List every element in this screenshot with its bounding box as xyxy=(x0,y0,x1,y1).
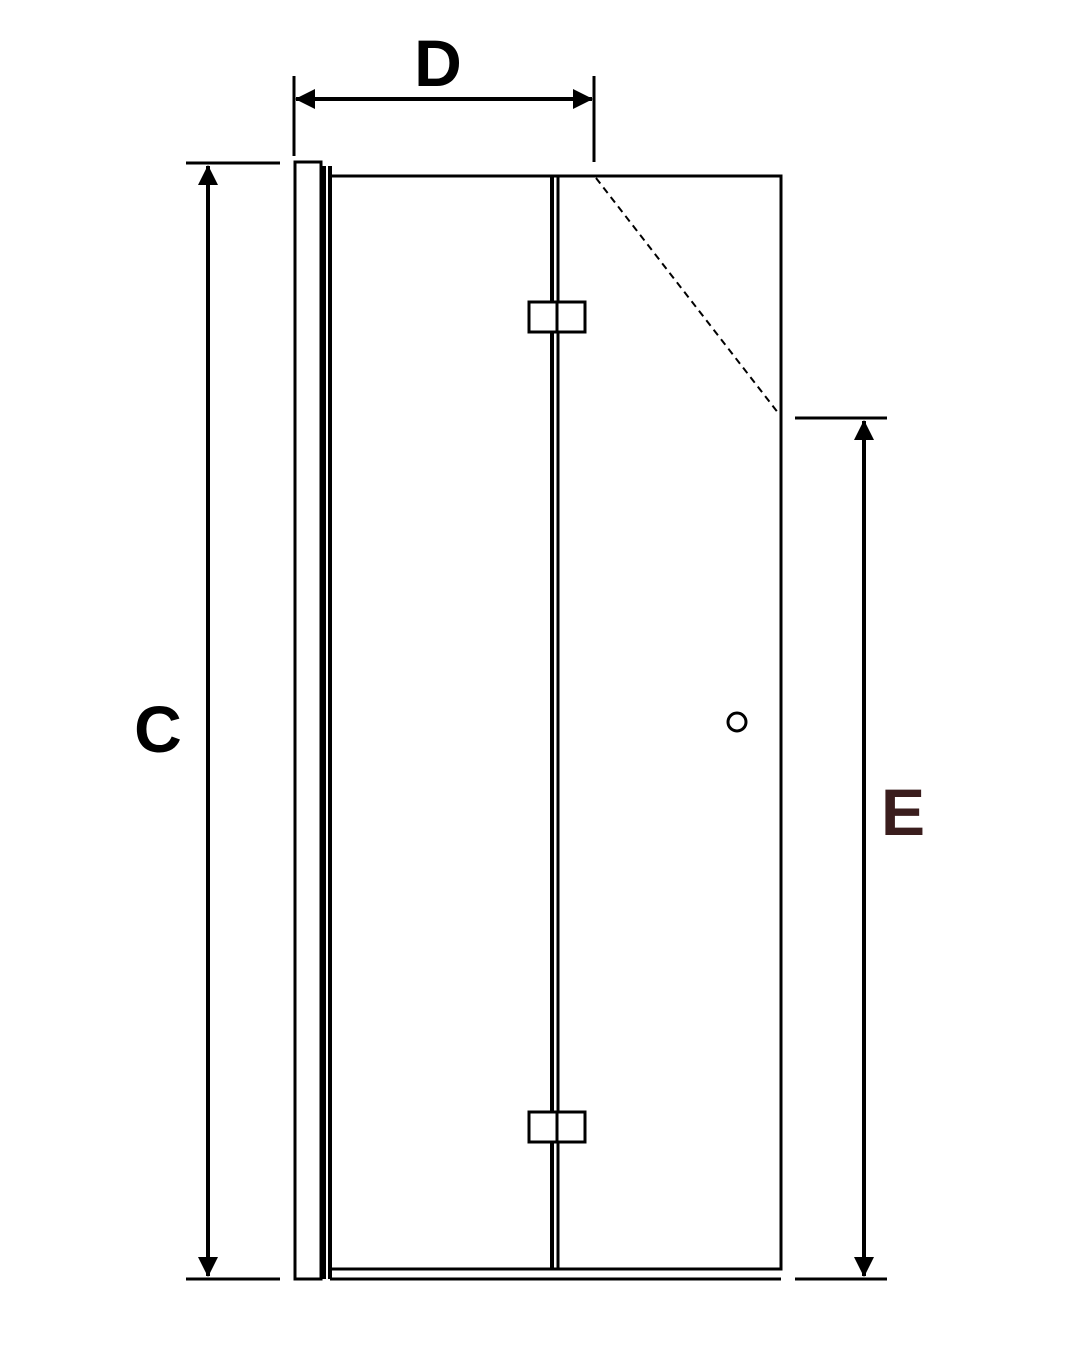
label-e: E xyxy=(881,775,925,849)
door-outline xyxy=(328,174,783,1271)
label-d: D xyxy=(414,26,462,100)
dimension-e xyxy=(795,416,887,1281)
dimension-d xyxy=(292,76,596,162)
slope-dashed-line xyxy=(595,177,780,415)
door-panels xyxy=(328,174,783,1281)
wall-profile xyxy=(293,160,332,1281)
lower-hinge-icon xyxy=(527,1110,587,1144)
upper-hinge-icon xyxy=(527,300,587,334)
label-c: C xyxy=(134,692,182,766)
dimension-c xyxy=(186,161,280,1281)
handle-knob-icon xyxy=(726,711,748,733)
